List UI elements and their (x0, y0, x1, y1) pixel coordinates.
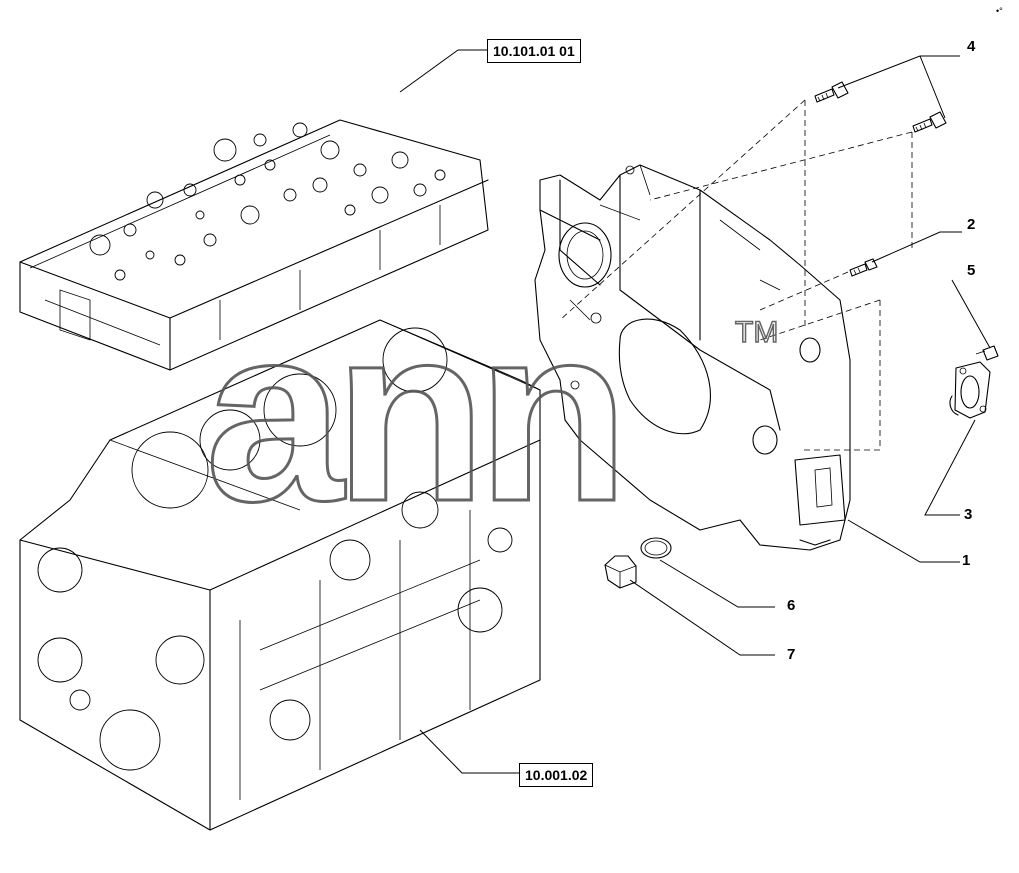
watermark-logo: ann TM (204, 273, 780, 555)
callout-6: 6 (787, 597, 796, 614)
watermark-text: ann (205, 274, 619, 553)
bolt-part-2-drawing (849, 258, 878, 277)
bolt-lower-drawing (912, 111, 947, 133)
watermark-trademark: TM (735, 316, 778, 349)
ref-leader-engine-block (419, 729, 520, 774)
leader-2 (871, 231, 962, 263)
bolt-upper-drawing (814, 81, 849, 103)
engine-block-drawing (19, 319, 541, 831)
leader-6 (659, 559, 775, 608)
reference-cylinder-head[interactable]: 10.101.01 01 (487, 39, 581, 63)
screw-part-5-drawing (975, 345, 999, 361)
cover-plate-drawing (949, 361, 991, 419)
cylinder-head-drawing (19, 119, 489, 371)
callout-5: 5 (967, 262, 976, 279)
leader-4 (837, 55, 960, 119)
leader-1 (847, 519, 960, 563)
callout-2: 2 (967, 216, 976, 233)
callout-3: 3 (964, 506, 973, 523)
o-ring-drawing (640, 537, 672, 559)
callout-7: 7 (787, 646, 796, 663)
callout-1: 1 (962, 552, 971, 569)
flywheel-housing-drawing (534, 164, 851, 551)
corner-mark: •° (996, 6, 1003, 16)
callout-4: 4 (967, 38, 976, 55)
ref-leader-cylinder-head (399, 49, 488, 93)
drain-plug-drawing (604, 555, 637, 589)
leader-7 (629, 579, 775, 656)
reference-engine-block[interactable]: 10.001.02 (519, 763, 594, 787)
leader-3 (924, 419, 976, 516)
leader-5 (951, 279, 991, 349)
